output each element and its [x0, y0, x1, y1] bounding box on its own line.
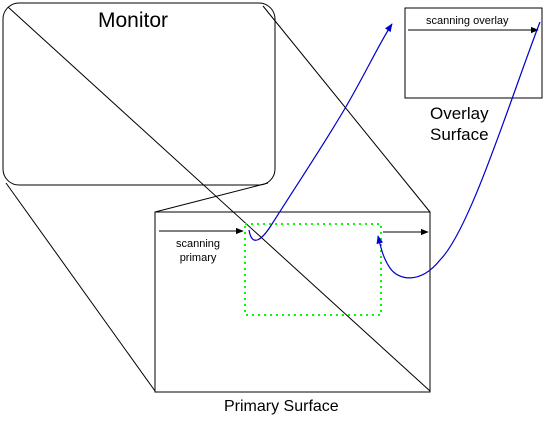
overlay-surface-rect — [404, 7, 543, 99]
projection-line-left — [5, 182, 156, 392]
scanning-primary-label: scanning primary — [176, 238, 221, 264]
overlay-region-dotted — [244, 223, 382, 316]
projection-line-top — [262, 5, 431, 213]
monitor-label: Monitor — [98, 9, 169, 32]
scanning-overlay-label: scanning overlay — [426, 15, 509, 27]
overlay-surface-label: Overlay Surface — [430, 104, 489, 144]
projection-line-mid — [154, 182, 269, 213]
scan-path-to-overlay — [248, 23, 393, 241]
scan-path-from-overlay — [376, 21, 541, 279]
monitor-screen — [2, 2, 276, 186]
primary-surface-rect — [154, 211, 431, 393]
projection-line-diagonal — [7, 6, 431, 392]
primary-surface-label: Primary Surface — [224, 398, 339, 415]
